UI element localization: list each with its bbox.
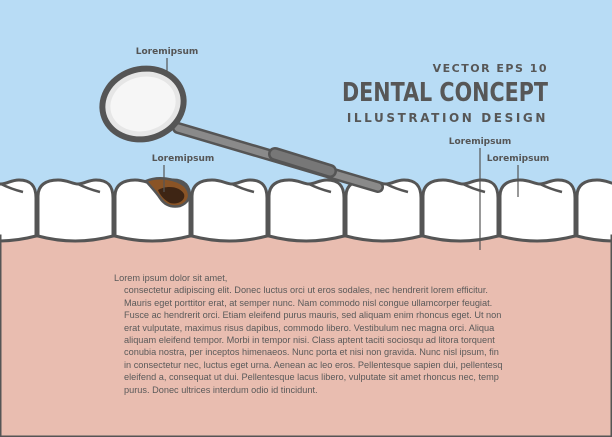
tooth [575, 178, 612, 247]
gap-label: Loremipsum [449, 137, 512, 147]
tooth-label: Loremipsum [487, 154, 550, 164]
tooth [267, 178, 346, 247]
body-paragraph: consectetur adipiscing elit. Donec luctu… [124, 285, 503, 395]
body-first-line: Lorem ipsum dolor sit amet, [114, 273, 228, 283]
tooth-groove [0, 182, 24, 194]
tooth-groove [385, 182, 409, 194]
tooth [421, 178, 500, 247]
cavity-label: Loremipsum [152, 154, 215, 164]
body-text: Lorem ipsum dolor sit amet, consectetur … [114, 272, 504, 396]
tooth-groove [231, 182, 255, 194]
tooth [344, 178, 423, 247]
vector-eps-label: VECTOR EPS 10 [433, 62, 548, 75]
dental-mirror [99, 65, 384, 193]
tooth [36, 178, 115, 247]
callouts: Loremipsum Loremipsum Loremipsum Loremip… [136, 47, 550, 250]
page-title: DENTAL CONCEPT [342, 78, 548, 108]
gum-line [0, 234, 612, 437]
header: VECTOR EPS 10 DENTAL CONCEPT ILLUSTRATIO… [342, 62, 548, 125]
tooth-groove [308, 182, 332, 194]
teeth-row [0, 178, 612, 437]
mirror-label: Loremipsum [136, 47, 199, 57]
tooth-groove [77, 182, 101, 194]
tooth-groove [539, 182, 563, 194]
cavity [143, 177, 191, 208]
tooth [190, 178, 269, 247]
tooth-groove [462, 182, 486, 194]
page-subtitle: ILLUSTRATION DESIGN [347, 111, 548, 125]
tooth [498, 178, 577, 247]
